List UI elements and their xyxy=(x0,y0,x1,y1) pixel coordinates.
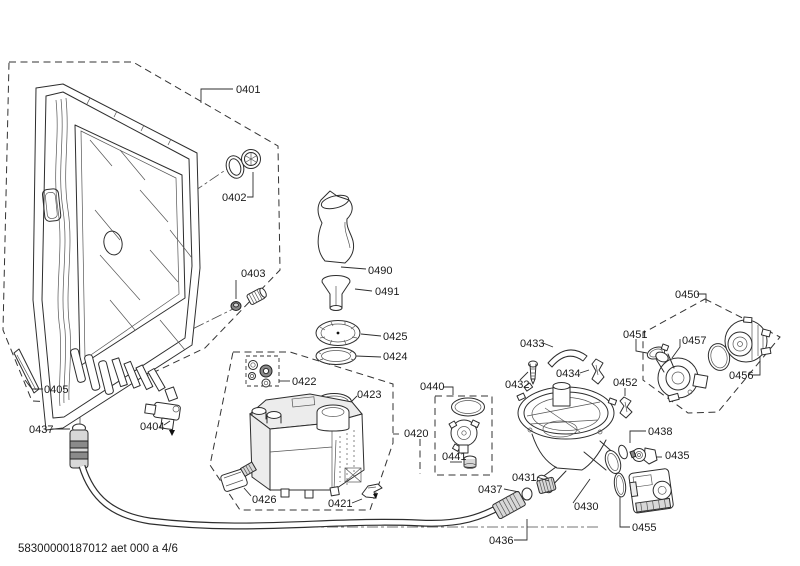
part-label-0430: 0430 xyxy=(574,501,598,513)
part-0433-clamp xyxy=(547,349,588,368)
part-label-0441: 0441 xyxy=(442,451,466,463)
part-label-0420: 0420 xyxy=(404,428,428,440)
part-label-0434: 0434 xyxy=(556,368,580,380)
part-0421-clip xyxy=(361,483,383,499)
part-0437-connector-bottom xyxy=(492,490,526,520)
part-0440-fill-valve xyxy=(448,397,485,454)
door-bottom-fittings xyxy=(70,348,166,395)
part-0426-fitting xyxy=(220,461,257,492)
part-label-0438: 0438 xyxy=(648,426,672,438)
part-label-0431: 0431 xyxy=(512,472,536,484)
part-0437-ring xyxy=(521,487,533,501)
part-label-0451: 0451 xyxy=(623,329,647,341)
part-0404-valve xyxy=(144,386,181,436)
part-label-0432: 0432 xyxy=(505,379,529,391)
box-0401 xyxy=(2,61,281,405)
part-0455-drain-pump xyxy=(613,468,674,514)
part-0401-door-panel xyxy=(32,83,201,431)
part-label-0422: 0422 xyxy=(292,376,316,388)
part-0402-seal-and-cap xyxy=(225,149,261,179)
box-0420 xyxy=(209,351,394,511)
part-0436-hose xyxy=(78,464,505,530)
part-label-0437-left: 0437 xyxy=(29,424,53,436)
part-0441-cap xyxy=(463,455,477,469)
part-label-0440: 0440 xyxy=(420,381,444,393)
part-0434-bracket xyxy=(591,358,605,385)
part-label-0435: 0435 xyxy=(665,450,689,462)
box-0450 xyxy=(642,298,781,414)
part-0425-cap xyxy=(315,320,361,346)
part-0420-softener-tank xyxy=(249,393,365,499)
part-label-0402: 0402 xyxy=(222,192,246,204)
part-0452-bracket xyxy=(619,396,633,419)
part-label-0452: 0452 xyxy=(613,377,637,389)
part-0456-motor xyxy=(724,316,772,363)
part-0457-pump-housing xyxy=(655,351,709,403)
part-label-0401: 0401 xyxy=(236,84,260,96)
part-label-0433: 0433 xyxy=(520,338,544,350)
box-0440 xyxy=(434,395,493,476)
part-label-0491: 0491 xyxy=(375,286,399,298)
part-label-0425: 0425 xyxy=(383,331,407,343)
part-label-0423: 0423 xyxy=(357,389,381,401)
document-reference: 58300000187012 aet 000 a 4/6 xyxy=(18,543,178,555)
box-0422 xyxy=(245,355,280,387)
part-label-0490: 0490 xyxy=(368,265,392,277)
part-0422-seal-kit xyxy=(248,360,273,388)
part-label-0424: 0424 xyxy=(383,351,407,363)
part-label-0421: 0421 xyxy=(328,498,352,510)
part-label-0436: 0436 xyxy=(489,535,513,547)
part-0490-pitcher xyxy=(317,190,355,264)
part-label-0403: 0403 xyxy=(241,268,265,280)
part-0491-funnel xyxy=(321,275,351,311)
part-0437-connector-left xyxy=(69,423,89,469)
part-0435-valve xyxy=(629,447,658,465)
part-0450-o-ring xyxy=(707,343,731,371)
part-label-0455: 0455 xyxy=(632,522,656,534)
part-label-0405: 0405 xyxy=(44,384,68,396)
part-0424-seal-ring xyxy=(315,347,357,365)
part-label-0437-bottom: 0437 xyxy=(478,484,502,496)
part-0432-screw xyxy=(528,360,538,385)
part-label-0457: 0457 xyxy=(682,335,706,347)
part-0403-fittings xyxy=(230,287,267,311)
part-label-0456: 0456 xyxy=(729,370,753,382)
part-label-0404: 0404 xyxy=(140,421,164,433)
part-0438-o-ring xyxy=(618,444,628,460)
part-label-0450: 0450 xyxy=(675,289,699,301)
part-label-0426: 0426 xyxy=(252,494,276,506)
part-labels: 0401 0402 0403 0404 0405 0437 0490 0491 … xyxy=(29,84,753,547)
